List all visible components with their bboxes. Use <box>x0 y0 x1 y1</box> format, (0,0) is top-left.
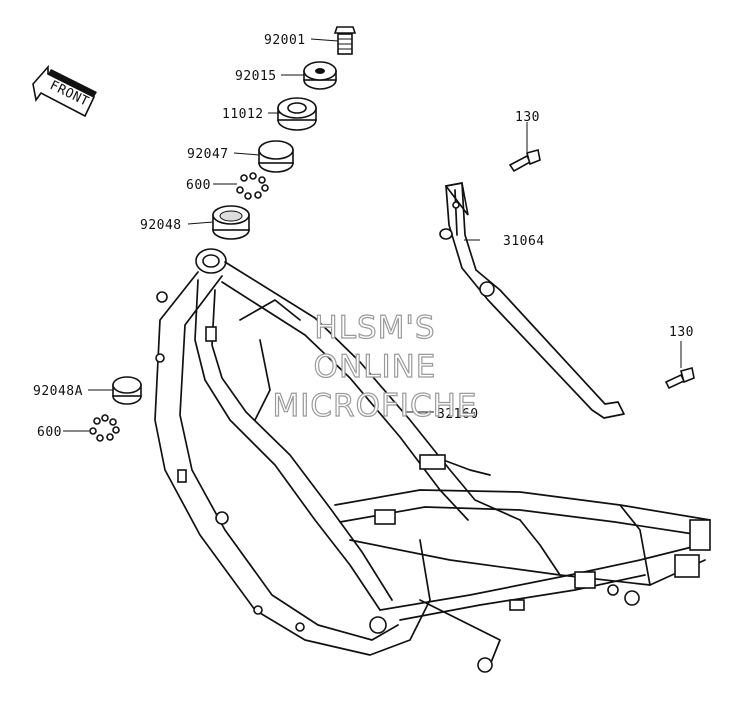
callout-92001: 92001 <box>264 33 306 48</box>
balls-600-bottom <box>89 414 120 442</box>
callout-130-upper: 130 <box>515 110 540 125</box>
callout-130-lower: 130 <box>669 325 694 340</box>
cup-92048 <box>212 205 250 240</box>
balls-600-top <box>236 172 269 200</box>
callout-31064: 31064 <box>503 234 545 249</box>
bolt-130-upper <box>508 149 541 173</box>
callout-11012: 11012 <box>222 107 264 122</box>
cup-92048A <box>112 376 142 405</box>
main-frame-32160 <box>154 248 711 673</box>
callout-92047: 92047 <box>187 147 229 162</box>
nut-92015 <box>303 61 337 90</box>
callout-labels: 92001 92015 11012 92047 600 92048 130 31… <box>33 33 694 440</box>
leader-lines <box>63 38 682 432</box>
callout-600-top: 600 <box>186 178 211 193</box>
seal-11012 <box>277 97 317 131</box>
watermark: HLSM'S ONLINE MICROFICHE <box>272 309 478 424</box>
callout-92015: 92015 <box>235 69 277 84</box>
watermark-line-3: MICROFICHE <box>273 388 478 424</box>
callout-600-bottom: 600 <box>37 425 62 440</box>
callout-92048: 92048 <box>140 218 182 233</box>
front-arrow-icon: FRONT <box>32 64 97 118</box>
callout-92048A: 92048A <box>33 384 83 399</box>
watermark-line-2: ONLINE <box>314 349 437 385</box>
collar-92047 <box>258 140 294 173</box>
bolt-92001 <box>333 26 357 55</box>
subframe-31064 <box>439 182 625 419</box>
watermark-line-1: HLSM'S <box>314 310 435 346</box>
bolt-130-lower <box>664 367 695 390</box>
callout-32160: 32160 <box>437 407 479 422</box>
